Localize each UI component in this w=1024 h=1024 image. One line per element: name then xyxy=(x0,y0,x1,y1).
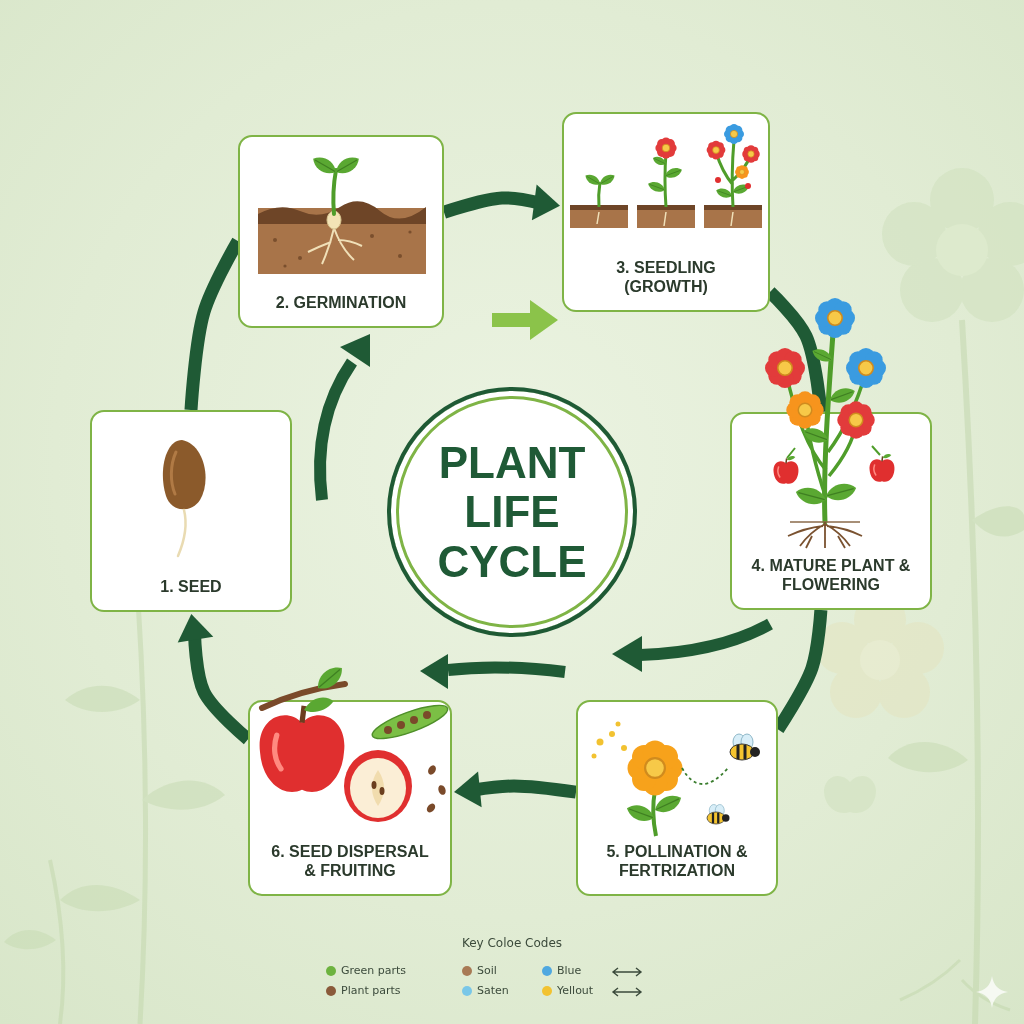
legend-text: Green parts xyxy=(341,964,406,977)
arrow-head xyxy=(454,771,482,807)
background-plants xyxy=(142,781,225,810)
legend-entry: Yellout xyxy=(542,984,593,997)
inner-cycle-arrows xyxy=(612,636,642,672)
stage-box: 2. GERMINATION xyxy=(238,135,444,328)
background-plants xyxy=(816,594,944,718)
cycle-arrow xyxy=(454,771,576,807)
stage-box: 1. SEED xyxy=(90,410,292,612)
background-plants xyxy=(960,258,1024,322)
inner-cycle-arrows xyxy=(530,300,558,340)
stage-label: 3. SEEDLING (GROWTH) xyxy=(591,258,741,296)
arrow-line xyxy=(195,634,248,739)
stage-box: 3. SEEDLING (GROWTH) xyxy=(562,112,770,312)
legend-entry: Soil xyxy=(462,964,497,977)
background-plants xyxy=(936,224,988,276)
legend-swatch xyxy=(326,986,336,996)
legend-entry: Plant parts xyxy=(326,984,401,997)
background-plants xyxy=(4,930,56,949)
stage-box: 4. MATURE PLANT & FLOWERING xyxy=(730,412,932,610)
background-plants xyxy=(816,622,868,674)
legend-arrow-symbols xyxy=(613,988,641,996)
inner-cycle-arrows xyxy=(492,313,532,327)
cycle-title: PLANT LIFE CYCLE xyxy=(417,438,607,586)
cycle-arrow xyxy=(778,610,821,729)
stage-box: 6. SEED DISPERSAL & FRUITING xyxy=(248,700,452,896)
background-plants xyxy=(860,640,900,680)
background-plants xyxy=(900,258,964,322)
legend-arrow-symbols xyxy=(613,968,641,976)
fruit-illustration xyxy=(313,662,347,694)
arrow-line xyxy=(191,241,238,410)
stage-label: 6. SEED DISPERSAL & FRUITING xyxy=(265,842,435,880)
background-plants xyxy=(4,168,1024,1024)
mature-plant-illustration xyxy=(828,385,857,406)
mature-plant-illustration xyxy=(810,346,834,365)
arrow-line xyxy=(474,786,576,792)
background-plants xyxy=(930,168,994,232)
inner-cycle-arrows xyxy=(448,667,565,672)
background-plants xyxy=(882,168,1024,322)
sparkle-mark xyxy=(976,976,1008,1008)
cycle-circle: PLANT LIFE CYCLE xyxy=(387,387,637,637)
stage-label: 4. MATURE PLANT & FLOWERING xyxy=(746,556,916,594)
legend-text: Soil xyxy=(477,964,497,977)
legend-swatch xyxy=(542,966,552,976)
background-plants xyxy=(878,666,930,718)
inner-cycle-arrows xyxy=(640,624,770,655)
legend-swatch xyxy=(462,966,472,976)
arrow-head xyxy=(178,614,214,643)
background-plants xyxy=(978,202,1024,266)
background-plants xyxy=(900,960,1010,1010)
mature-plant-illustration xyxy=(765,348,805,388)
cycle-arrow xyxy=(191,241,238,410)
background-plants xyxy=(138,600,146,1024)
legend-swatch xyxy=(542,986,552,996)
cycle-arrow xyxy=(178,614,248,739)
inner-cycle-arrows xyxy=(320,362,352,500)
legend-heading: Key Coloe Codes xyxy=(392,936,632,950)
background-plants xyxy=(972,506,1024,536)
stage-label: 1. SEED xyxy=(160,577,221,596)
legend-text: Saten xyxy=(477,984,509,997)
legend-swatch xyxy=(462,986,472,996)
arrow-line xyxy=(770,292,821,412)
background-plants xyxy=(888,742,968,772)
background-plants xyxy=(65,686,140,712)
inner-cycle-arrows xyxy=(340,334,370,367)
background-plants xyxy=(824,776,876,813)
mature-plant-illustration xyxy=(846,348,886,388)
stage-box: 5. POLLINATION & FERTRIZATION xyxy=(576,700,778,896)
legend-entry: Green parts xyxy=(326,964,406,977)
legend-text: Blue xyxy=(557,964,581,977)
legend-text: Plant parts xyxy=(341,984,401,997)
background-plants xyxy=(830,666,882,718)
background-plants xyxy=(892,622,944,674)
legend-text: Yellout xyxy=(557,984,593,997)
legend-entry: Saten xyxy=(462,984,509,997)
background-plants xyxy=(962,320,978,1024)
background-plants xyxy=(50,860,63,1024)
background-plants xyxy=(882,202,946,266)
inner-cycle-arrows xyxy=(320,300,770,689)
stage-label: 5. POLLINATION & FERTRIZATION xyxy=(590,842,765,880)
legend-entry: Blue xyxy=(542,964,581,977)
legend-arrow-symbols xyxy=(613,968,641,996)
inner-cycle-arrows xyxy=(420,654,448,689)
arrow-line xyxy=(778,610,821,729)
cycle-arrow xyxy=(444,184,560,220)
legend-swatch xyxy=(326,966,336,976)
background-plants xyxy=(60,885,140,911)
mature-plant-illustration xyxy=(815,298,855,338)
arrow-line xyxy=(444,198,540,212)
stage-label: 2. GERMINATION xyxy=(276,293,406,312)
cycle-arrow xyxy=(770,292,821,412)
arrow-head xyxy=(532,184,560,220)
